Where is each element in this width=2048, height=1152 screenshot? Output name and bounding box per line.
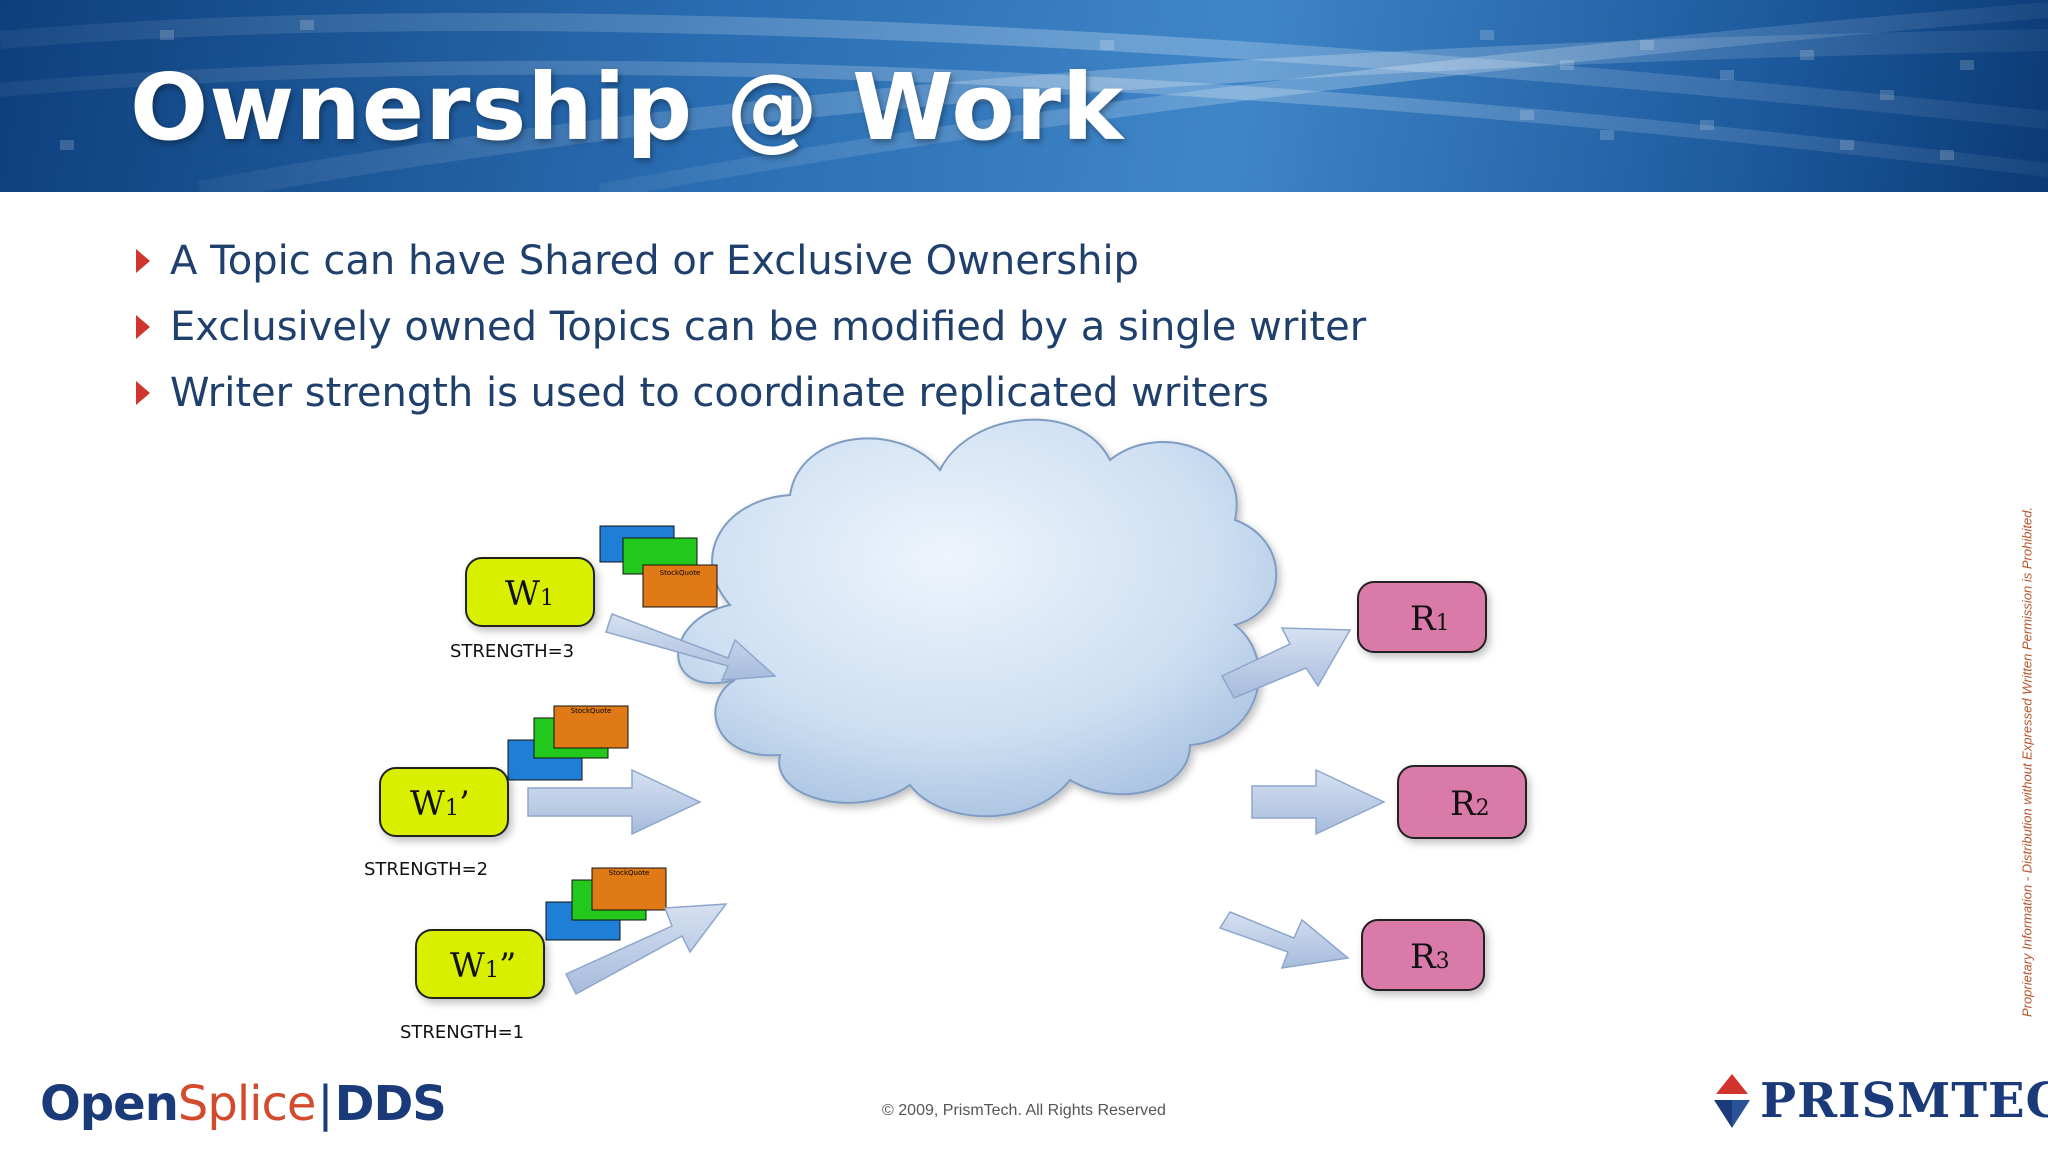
reader-box xyxy=(1397,765,1527,839)
sample-cards-icon: StockQuote xyxy=(507,705,629,781)
triangle-bullet-icon xyxy=(136,249,150,273)
bullet-text: A Topic can have Shared or Exclusive Own… xyxy=(170,238,1139,284)
arrow-icon xyxy=(1218,911,1350,969)
card-title: StockQuote xyxy=(609,869,650,877)
arrow-icon xyxy=(1220,627,1352,699)
bullet-list: A Topic can have Shared or Exclusive Own… xyxy=(136,228,1366,426)
arrow-icon xyxy=(1251,768,1386,836)
reader-r1: R1 xyxy=(1220,581,1487,699)
strength-label: STRENGTH=1 xyxy=(400,1022,524,1043)
prismtech-logo: PRISMTECH xyxy=(1712,1072,2048,1130)
logo-text-open: Open xyxy=(40,1076,179,1132)
arrow-icon xyxy=(605,613,777,681)
reader-label: R1 xyxy=(1410,599,1450,639)
prismtech-logo-text: PRISMTECH xyxy=(1760,1073,2048,1129)
writer-label: W1” xyxy=(450,946,516,986)
strength-label: STRENGTH=2 xyxy=(364,859,488,880)
bullet-text: Writer strength is used to coordinate re… xyxy=(170,370,1270,416)
triangle-bullet-icon xyxy=(136,381,150,405)
arrow-icon xyxy=(527,768,702,836)
reader-box xyxy=(1357,581,1487,653)
card-title: StockQuote xyxy=(571,707,612,715)
logo-text-splice: Splice xyxy=(177,1076,317,1132)
writer-box xyxy=(415,929,545,999)
writer-label: W1 xyxy=(505,574,554,614)
slide-title: Ownership @ Work xyxy=(130,54,1125,161)
reader-r2: R2 xyxy=(1251,765,1527,839)
bullet-text: Exclusively owned Topics can be modified… xyxy=(170,304,1367,350)
data-space-cloud xyxy=(677,418,1278,818)
writer-box xyxy=(379,767,509,837)
prism-icon xyxy=(1714,1074,1750,1128)
triangle-bullet-icon xyxy=(136,315,150,339)
bullet-item: Exclusively owned Topics can be modified… xyxy=(136,294,1366,360)
arrow-icon xyxy=(564,903,728,996)
copyright-text: © 2009, PrismTech. All Rights Reserved xyxy=(882,1102,1166,1119)
proprietary-note: Proprietary Information - Distribution w… xyxy=(2016,506,2038,1018)
strength-label: STRENGTH=3 xyxy=(450,641,574,662)
opensplice-logo: OpenSplice|DDS xyxy=(40,1076,447,1132)
writer-label: W1’ xyxy=(410,784,470,824)
bullet-item: Writer strength is used to coordinate re… xyxy=(136,360,1366,426)
proprietary-note-text: Proprietary Information - Distribution w… xyxy=(2019,506,2035,1018)
logo-separator: | xyxy=(317,1076,333,1132)
writer-w1-double-prime: StockQuote W1” STRENGTH=1 xyxy=(400,867,728,1043)
bullet-item: A Topic can have Shared or Exclusive Own… xyxy=(136,228,1366,294)
sample-cards-icon: StockQuote xyxy=(545,867,667,941)
card-title: StockQuote xyxy=(660,569,701,577)
reader-label: R3 xyxy=(1410,937,1450,977)
reader-box xyxy=(1361,919,1485,991)
reader-r3: R3 xyxy=(1218,911,1485,991)
header-banner: Ownership @ Work xyxy=(0,0,2048,192)
writer-w1: StockQuote W1 STRENGTH=3 xyxy=(450,525,777,681)
sample-cards-icon: StockQuote xyxy=(599,525,718,608)
writer-w1-prime: StockQuote W1’ STRENGTH=2 xyxy=(364,705,702,880)
header-tech-pattern xyxy=(0,2,2048,192)
writer-box xyxy=(465,557,595,627)
logo-text-dds: DDS xyxy=(334,1076,447,1132)
reader-label: R2 xyxy=(1450,784,1490,824)
